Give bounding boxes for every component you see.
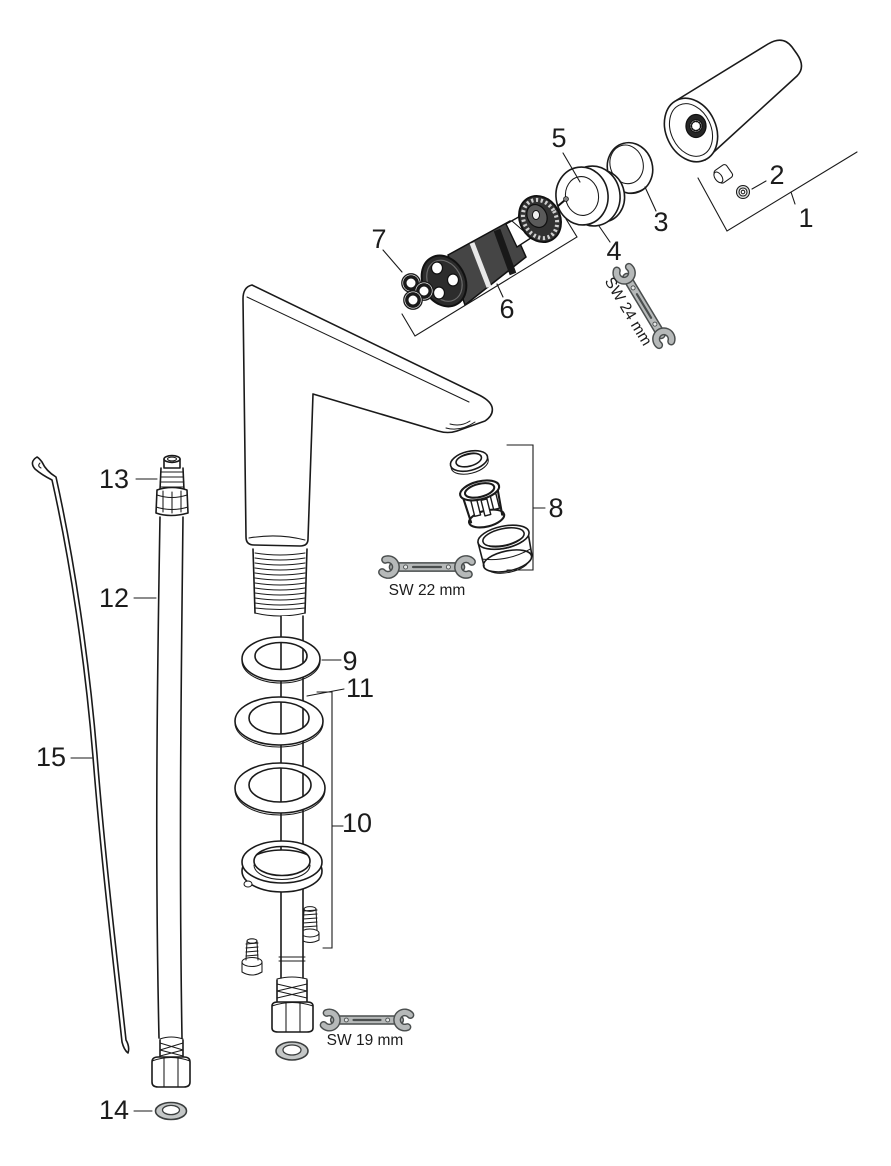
cartridge-retainer-assembly	[555, 165, 626, 227]
leader-lines	[70, 151, 858, 1112]
part-label-15: 15	[36, 742, 66, 772]
part-label-9: 9	[342, 646, 357, 676]
wrench-sw22-icon	[382, 558, 472, 577]
wrench-label-sw19: SW 19 mm	[327, 1032, 404, 1049]
aerator-housing	[477, 524, 533, 574]
pull-rod	[31, 456, 130, 1054]
base-ring	[234, 762, 326, 816]
cartridge	[420, 195, 569, 308]
part-label-6: 6	[499, 294, 514, 324]
part-label-10: 10	[342, 808, 372, 838]
o-ring	[234, 696, 324, 748]
faucet-body	[242, 284, 494, 617]
part-label-14: 14	[99, 1095, 129, 1125]
part-label-4: 4	[606, 236, 621, 266]
mounting-screw	[241, 938, 263, 976]
part-label-8: 8	[548, 493, 563, 523]
part-label-2: 2	[769, 160, 784, 190]
connection-hose	[155, 516, 184, 1039]
aerator-insert	[459, 479, 506, 529]
part-label-1: 1	[798, 203, 813, 233]
mounting-flange	[241, 840, 323, 893]
wrench-sw19-icon	[323, 1011, 410, 1029]
hose-nut	[271, 1001, 314, 1033]
hose-crimp	[276, 976, 308, 1002]
part-label-7: 7	[371, 224, 386, 254]
hose-nut	[151, 1056, 191, 1088]
part-label-12: 12	[99, 583, 129, 613]
handle	[663, 39, 803, 163]
hose-connector	[155, 454, 189, 517]
part-labels: 1 2 3 4 5 6 7 8 9 10 11 12 13 14 15	[36, 123, 814, 1125]
aerator-washer	[449, 449, 489, 475]
filter-washer	[275, 1041, 309, 1061]
grub-screw	[735, 184, 751, 200]
wrench-label-sw22: SW 22 mm	[389, 582, 466, 599]
hose-crimp	[159, 1036, 184, 1058]
part-label-13: 13	[99, 464, 129, 494]
part-label-11: 11	[346, 673, 374, 703]
seal-gasket	[401, 273, 434, 310]
shank-washer	[241, 636, 321, 684]
part-label-3: 3	[653, 207, 668, 237]
set-screw-pin	[713, 164, 734, 184]
part-label-5: 5	[551, 123, 566, 153]
seal-washer	[154, 1101, 188, 1121]
